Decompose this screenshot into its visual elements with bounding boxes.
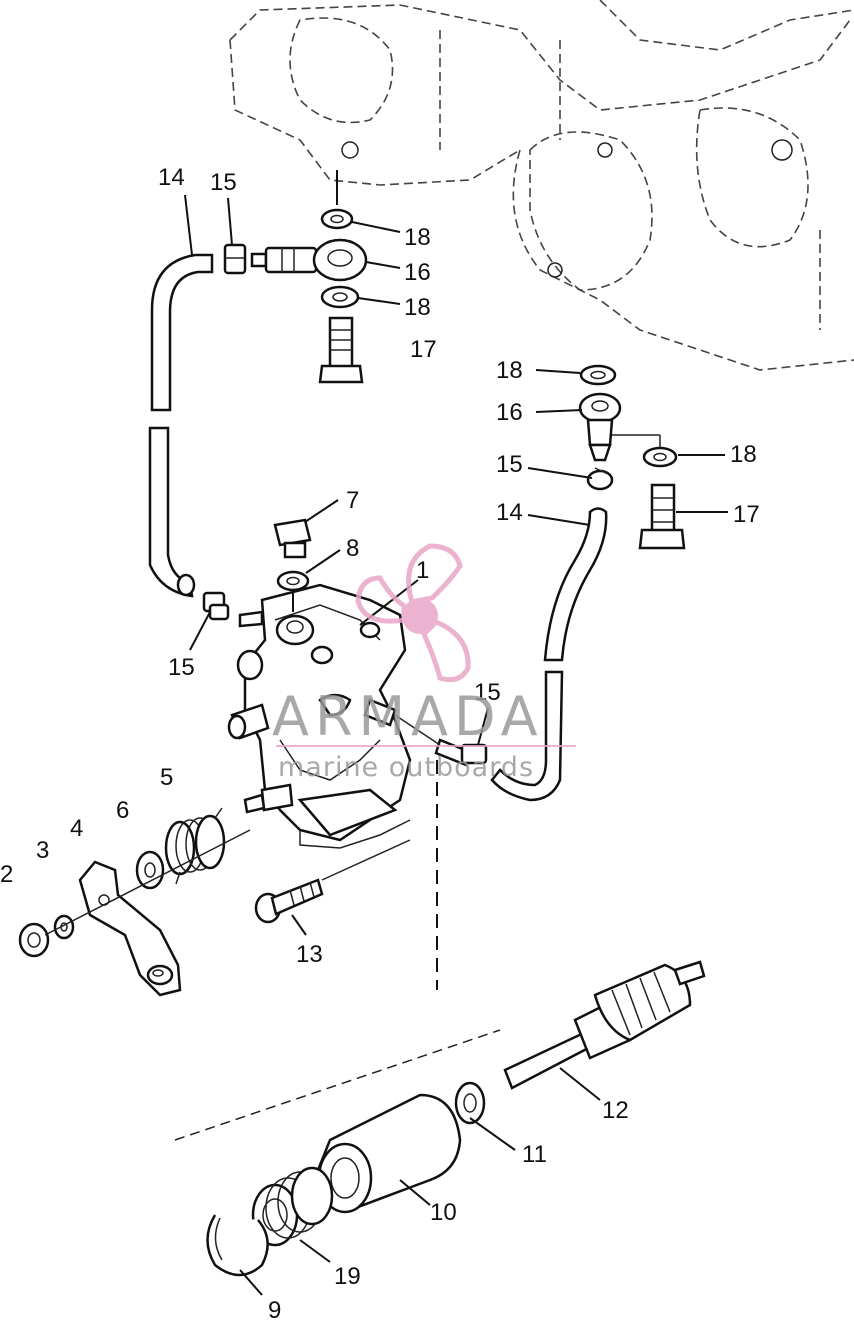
callout-4: 4 [70,815,83,842]
callout-14-left: 14 [158,164,185,191]
callout-6: 6 [116,797,129,824]
washer-11 [454,1081,486,1125]
callout-labels: 14 15 18 16 18 17 18 16 18 15 14 17 7 8 … [0,164,760,1322]
propeller-icon [355,543,471,683]
callout-10: 10 [430,1199,457,1226]
callout-9: 9 [268,1297,281,1322]
hose-right [490,507,608,802]
callout-7: 7 [346,487,359,514]
callout-17-right: 17 [733,501,760,528]
hose-clamp-right-upper [586,467,614,491]
washer-right-side [642,446,678,468]
nut-2 [18,922,50,958]
callout-8: 8 [346,535,359,562]
callout-1: 1 [416,557,429,584]
callout-16-left: 16 [404,259,431,286]
bushing-10 [316,1093,462,1214]
callout-18-left-upper: 18 [404,224,431,251]
callout-15-right-mid: 15 [474,679,501,706]
callout-13: 13 [296,941,323,968]
callout-15-left-mid: 15 [168,654,195,681]
snap-ring-9 [206,1214,269,1277]
washer-left-lower [320,285,360,309]
callout-5: 5 [160,764,173,791]
banjo-fitting-left [250,238,368,282]
torsion-spring-5 [164,807,226,885]
hose-left [148,253,214,598]
watermark-tagline: marine outboards [278,752,534,783]
washer-pump-top [276,570,310,592]
engine-block-outline [229,0,854,371]
callout-18-left-lower: 18 [404,294,431,321]
banjo-bolt-left [318,316,364,384]
washer-right-top [579,364,617,386]
callout-17-left: 17 [410,336,437,363]
oil-pump-body [227,583,412,849]
mounting-bolt-13 [254,878,324,924]
armada-watermark: ARMADA marine outboards [272,543,576,783]
spring-19 [251,1166,334,1247]
washer-left-upper [320,208,354,230]
callout-18-right-side: 18 [730,441,757,468]
banjo-bolt-right [638,483,686,550]
callout-15-right-top: 15 [496,451,523,478]
callout-14-right: 14 [496,499,523,526]
banjo-fitting-right [578,392,661,462]
callout-16-right: 16 [496,399,523,426]
throttle-lever-4 [78,860,182,997]
callout-12: 12 [602,1097,629,1124]
callout-11: 11 [522,1141,547,1168]
callout-3: 3 [36,837,49,864]
hose-clamp-left-mid [202,591,230,621]
lock-washer-3 [53,914,75,940]
washer-6 [135,850,165,890]
drive-gear-shaft-12 [503,960,706,1090]
plug-bolt-top [273,518,312,559]
callout-18-right-top: 18 [496,357,523,384]
hose-clamp-left-upper [223,243,247,275]
callout-2: 2 [0,861,13,888]
leader-lines [184,194,728,1296]
callout-19: 19 [334,1263,361,1290]
callout-15-left-top: 15 [210,169,237,196]
watermark-brand: ARMADA [272,685,544,748]
